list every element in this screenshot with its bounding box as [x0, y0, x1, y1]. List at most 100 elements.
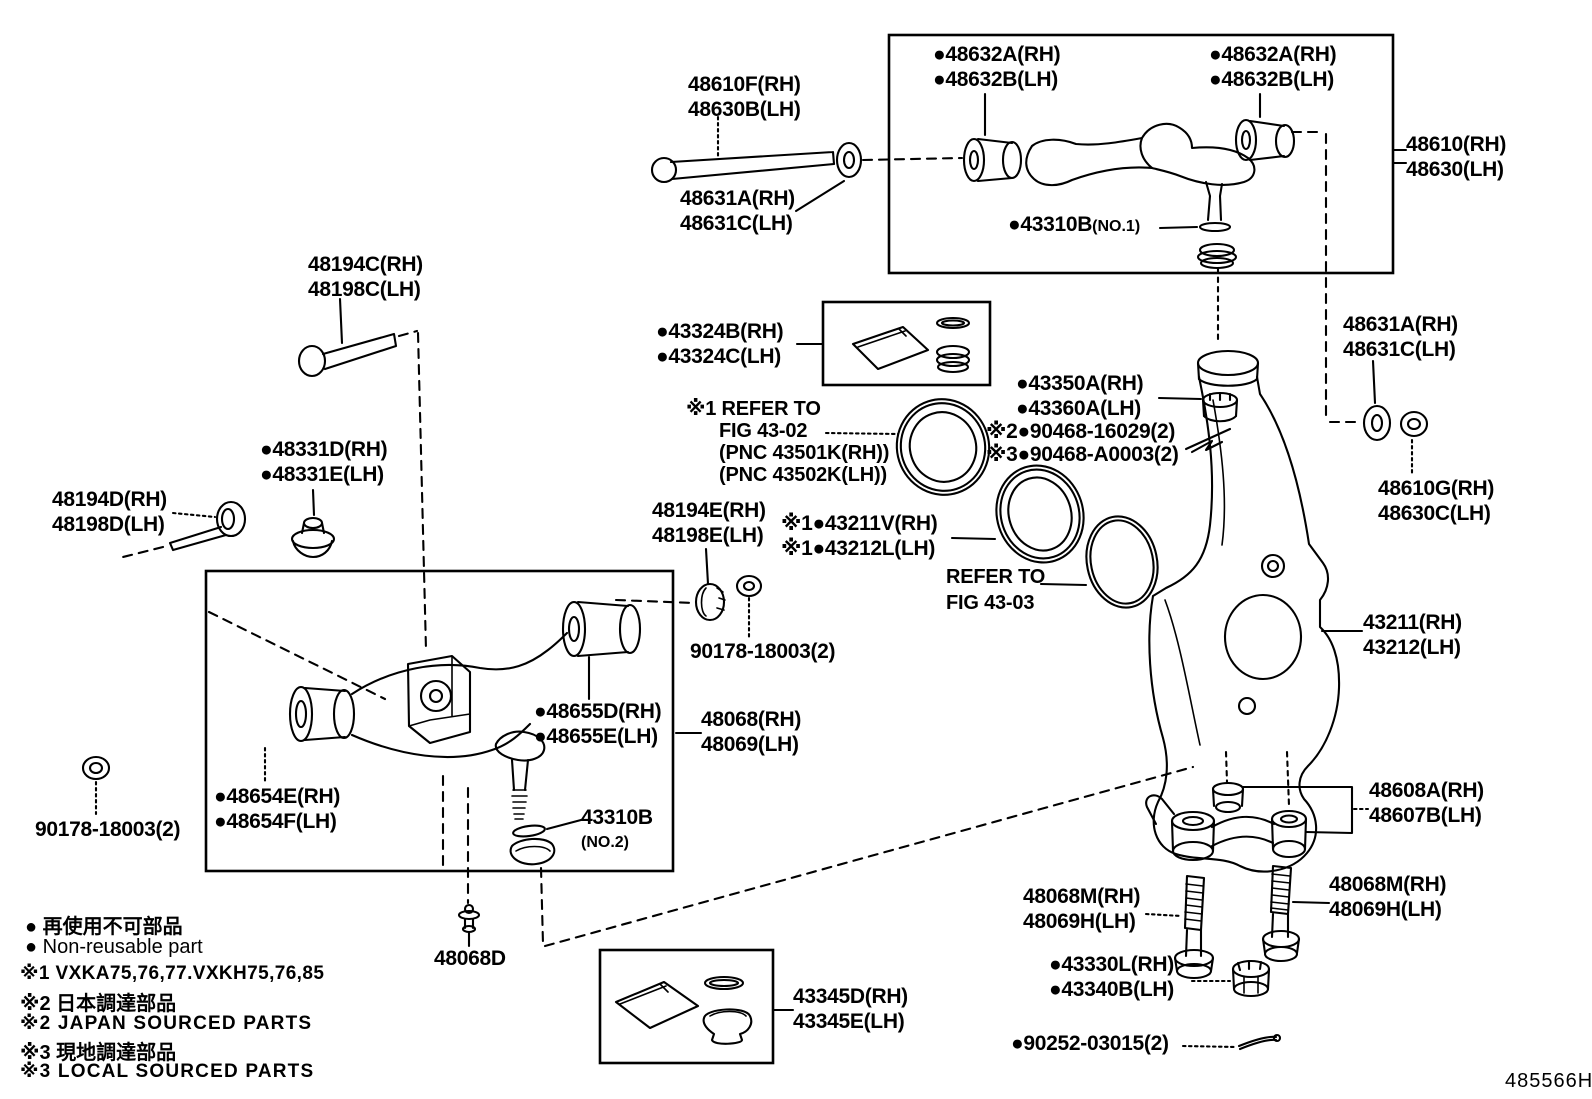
- dust-seal-fig4302-drawing: [895, 398, 991, 496]
- part-label-43310B-no1: ●43310B(NO.1): [1008, 212, 1140, 239]
- part-label-48610: 48610(RH) 48630(LH): [1406, 132, 1506, 182]
- part-number-line: ※1●43211V(RH): [781, 512, 938, 535]
- part-number-line: 48631A(RH): [680, 187, 795, 210]
- part-number-line: ●43340B(LH): [1049, 978, 1174, 1001]
- leader-90252: [1181, 1044, 1238, 1049]
- leader-48331d: [311, 488, 316, 517]
- leader-48194e: [704, 547, 710, 586]
- part-number-line: ●48632B(LH): [933, 68, 1058, 91]
- legend-note3-jp: ※3 現地調達部品: [20, 1042, 177, 1064]
- part-number-line: ※2●90468-16029(2): [986, 420, 1176, 443]
- part-label-43350A: ●43350A(RH) ●43360A(LH): [1016, 371, 1144, 421]
- part-label-43211: 43211(RH) 43212(LH): [1363, 610, 1462, 660]
- leader-43350a: [1157, 396, 1203, 401]
- part-number-line: 48610G(RH): [1378, 477, 1495, 500]
- part-number-line: 48068M(RH): [1329, 873, 1447, 896]
- part-number-line: 48194C(RH): [308, 253, 423, 276]
- construction-48194c: [397, 329, 428, 652]
- bolt-48194c-drawing: [297, 332, 398, 378]
- leader-43211v: [950, 536, 997, 541]
- part-number-line: ●48654E(RH): [214, 785, 341, 808]
- part-number-line: 48631C(LH): [680, 212, 793, 235]
- part-label-48608A: 48608A(RH) 48607B(LH): [1369, 778, 1484, 828]
- part-label-43345D: 43345D(RH) 43345E(LH): [793, 984, 908, 1034]
- leader-bolt-to-bushing: [861, 156, 964, 162]
- bump-stop-48331d-drawing: [290, 516, 336, 559]
- part-label-90468-A0003: ※3●90468-A0003(2): [986, 442, 1179, 467]
- part-number-line: 48069H(LH): [1329, 898, 1442, 921]
- legend-note3-en: ※3 LOCAL SOURCED PARTS: [20, 1061, 315, 1082]
- refer-fig-43-03-note: REFER TO FIG 43-03: [946, 564, 1045, 616]
- part-number-line: 48610(RH): [1406, 133, 1507, 156]
- note-line: (PNC 43501K(RH)): [719, 442, 890, 464]
- part-number-line: 48069H(LH): [1023, 910, 1136, 933]
- part-number-line: 48631C(LH): [1343, 338, 1456, 361]
- bolt-48068m-left-drawing: [1173, 874, 1215, 980]
- part-number-line: 48068D: [434, 947, 506, 970]
- steering-knuckle-drawing: [1148, 349, 1341, 873]
- part-label-48068D: 48068D: [434, 946, 506, 971]
- part-number-line: 48194E(RH): [652, 499, 766, 522]
- castle-nut-43330l-drawing: [1231, 959, 1271, 998]
- lower-arm-detail-box: [204, 569, 675, 873]
- legend-note2-jp: ※2 日本調達部品: [20, 993, 177, 1015]
- part-label-90178-mid: 90178-18003(2): [690, 639, 836, 664]
- part-number-line: ※3●90468-A0003(2): [986, 443, 1179, 466]
- bracket-48608a-drawing: [1145, 781, 1308, 862]
- connector-48608a: [1241, 785, 1354, 835]
- part-number-line: ●43324C(LH): [656, 345, 781, 368]
- note-line: ※1 REFER TO: [686, 398, 821, 420]
- part-label-48631A-top: 48631A(RH) 48631C(LH): [680, 186, 795, 236]
- part-number-line: ●43310B: [1008, 213, 1093, 236]
- part-number-line: ●48654F(LH): [214, 810, 337, 833]
- upper-arm-detail-box: [887, 33, 1395, 275]
- part-label-43310B-no2: 43310B (NO.2): [581, 805, 653, 855]
- construction-48608a: [1224, 750, 1291, 808]
- part-number-line: ●43350A(RH): [1016, 372, 1144, 395]
- construction-48194e: [614, 598, 696, 605]
- seal-kit-box-43345: [598, 948, 775, 1065]
- part-label-48194E: 48194E(RH) 48198E(LH): [652, 498, 766, 548]
- legend-nonreusable-jp: ● 再使用不可部品: [25, 916, 183, 938]
- part-number-line: 48630C(LH): [1378, 502, 1491, 525]
- part-number-line: 48198E(LH): [652, 524, 764, 547]
- part-number-line: ●90252-03015(2): [1011, 1032, 1169, 1055]
- part-label-48194D: 48194D(RH) 48198D(LH): [52, 487, 167, 537]
- refer-fig-43-02-note: ※1 REFER TO FIG 43-02 (PNC 43501K(RH)) (…: [686, 398, 889, 486]
- leader-48194d: [171, 511, 217, 519]
- note-line: REFER TO: [946, 566, 1046, 588]
- part-note: (NO.2): [581, 834, 629, 851]
- construction-48194d: [117, 545, 387, 701]
- part-number-line: ●48655E(LH): [534, 725, 658, 748]
- part-number-line: ●43324B(RH): [656, 320, 784, 343]
- part-number-line: 43211(RH): [1363, 611, 1462, 634]
- part-label-48655D: ●48655D(RH) ●48655E(LH): [534, 699, 662, 749]
- leader-bushing-to-washer: [1290, 130, 1364, 424]
- part-number-line: 43212(LH): [1363, 636, 1461, 659]
- part-number-line: 48610F(RH): [688, 73, 801, 96]
- cotter-pin-90252-drawing: [1237, 1033, 1282, 1051]
- part-label-90252: ●90252-03015(2): [1011, 1031, 1169, 1056]
- leader-43310b-no2: [545, 818, 583, 831]
- part-number-line: 48607B(LH): [1369, 804, 1482, 827]
- washer-nut-right-drawing: [1362, 404, 1429, 442]
- part-number-line: ●48632B(LH): [1209, 68, 1334, 91]
- leader-48068m-left: [1144, 912, 1183, 918]
- note-line: FIG 43-02: [719, 420, 808, 442]
- part-label-48068M-left: 48068M(RH) 48069H(LH): [1023, 884, 1141, 934]
- part-number-line: 43345E(LH): [793, 1010, 905, 1033]
- clip-90468-drawing: [1184, 427, 1232, 454]
- part-number-line: 48198C(LH): [308, 278, 421, 301]
- part-number-line: 90178-18003(2): [35, 818, 181, 841]
- lower-control-arm-drawing: [288, 600, 642, 866]
- part-number-line: ●48331D(RH): [260, 438, 388, 461]
- leader-43310b-no1: [1158, 225, 1199, 230]
- construction-lower-arm: [441, 765, 1195, 948]
- part-label-48631A-right: 48631A(RH) 48631C(LH): [1343, 312, 1458, 362]
- part-number-line: ●48331E(LH): [260, 463, 384, 486]
- connector-48610-label: [1391, 148, 1408, 165]
- seal-kit-43324-contents: [851, 316, 971, 374]
- part-number-line: 48068M(RH): [1023, 885, 1141, 908]
- seal-43211v-drawing: [995, 464, 1085, 564]
